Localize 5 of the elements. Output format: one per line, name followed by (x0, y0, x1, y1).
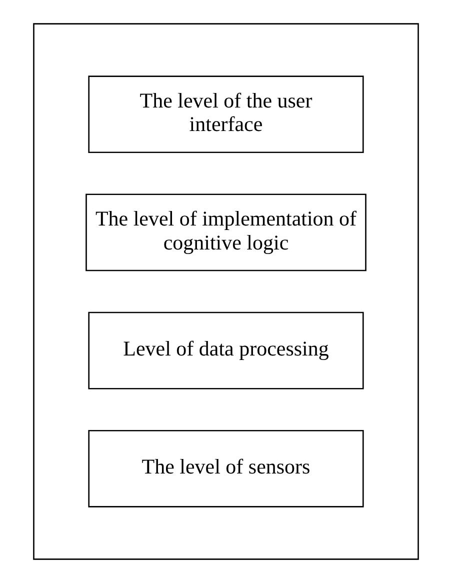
node-box: The level of implementation of cognitive logic (86, 194, 366, 272)
node-box: The level of sensors (88, 430, 364, 508)
cluster (33, 23, 419, 560)
node-box: Level of data processing (88, 312, 364, 390)
node-box: The level of the user interface (88, 76, 364, 154)
